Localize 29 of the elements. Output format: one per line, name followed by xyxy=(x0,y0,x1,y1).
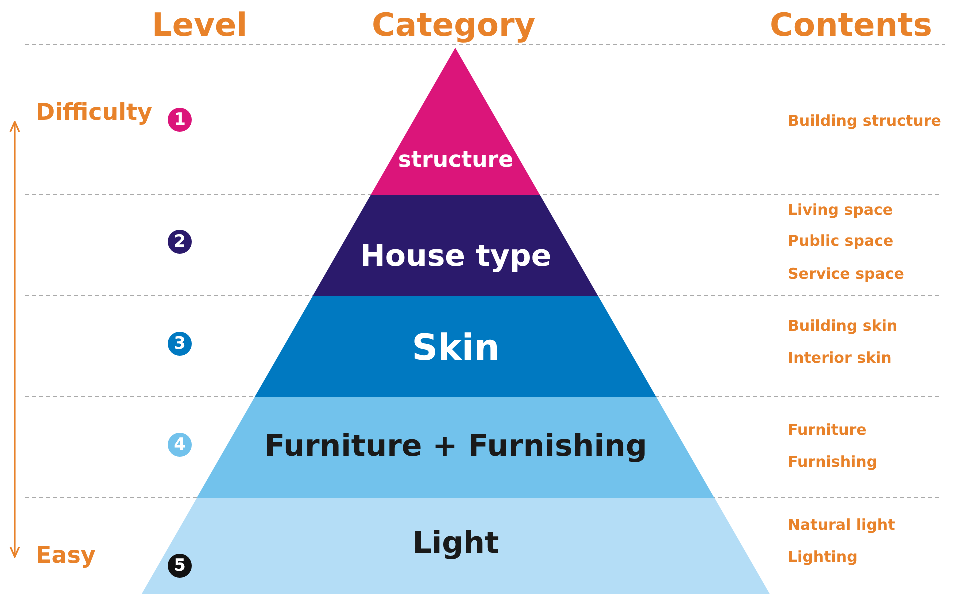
content-item: Natural light xyxy=(788,516,896,534)
content-item: Furniture xyxy=(788,421,867,439)
pyramid-tier xyxy=(142,498,770,594)
tier-label: House type xyxy=(359,239,553,274)
content-item: Public space xyxy=(788,232,894,250)
pyramid-tier xyxy=(313,195,599,296)
difficulty-label: Difficulty xyxy=(36,100,153,126)
level-number: 2 xyxy=(168,230,192,254)
column-heading: Contents xyxy=(770,6,932,44)
pyramid-tier xyxy=(371,48,541,195)
level-number: 1 xyxy=(168,108,192,132)
content-item: Service space xyxy=(788,265,904,283)
content-item: Living space xyxy=(788,201,894,219)
tier-label: Light xyxy=(412,526,500,561)
pyramid-tier xyxy=(197,397,715,498)
tier-label: Skin xyxy=(411,328,501,369)
difficulty-label: Easy xyxy=(36,543,96,569)
content-item: Furnishing xyxy=(788,453,878,471)
level-number: 4 xyxy=(168,433,192,457)
level-number: 3 xyxy=(168,332,192,356)
tier-label: Furniture + Furnishing xyxy=(264,429,648,464)
column-heading: Category xyxy=(372,6,536,44)
content-item: Building skin xyxy=(788,317,898,335)
content-item: Building structure xyxy=(788,112,942,130)
content-item: Lighting xyxy=(788,548,858,566)
pyramid-tier xyxy=(255,296,657,397)
tier-label: structure xyxy=(397,148,515,173)
column-heading: Level xyxy=(152,6,248,44)
content-item: Interior skin xyxy=(788,349,892,367)
